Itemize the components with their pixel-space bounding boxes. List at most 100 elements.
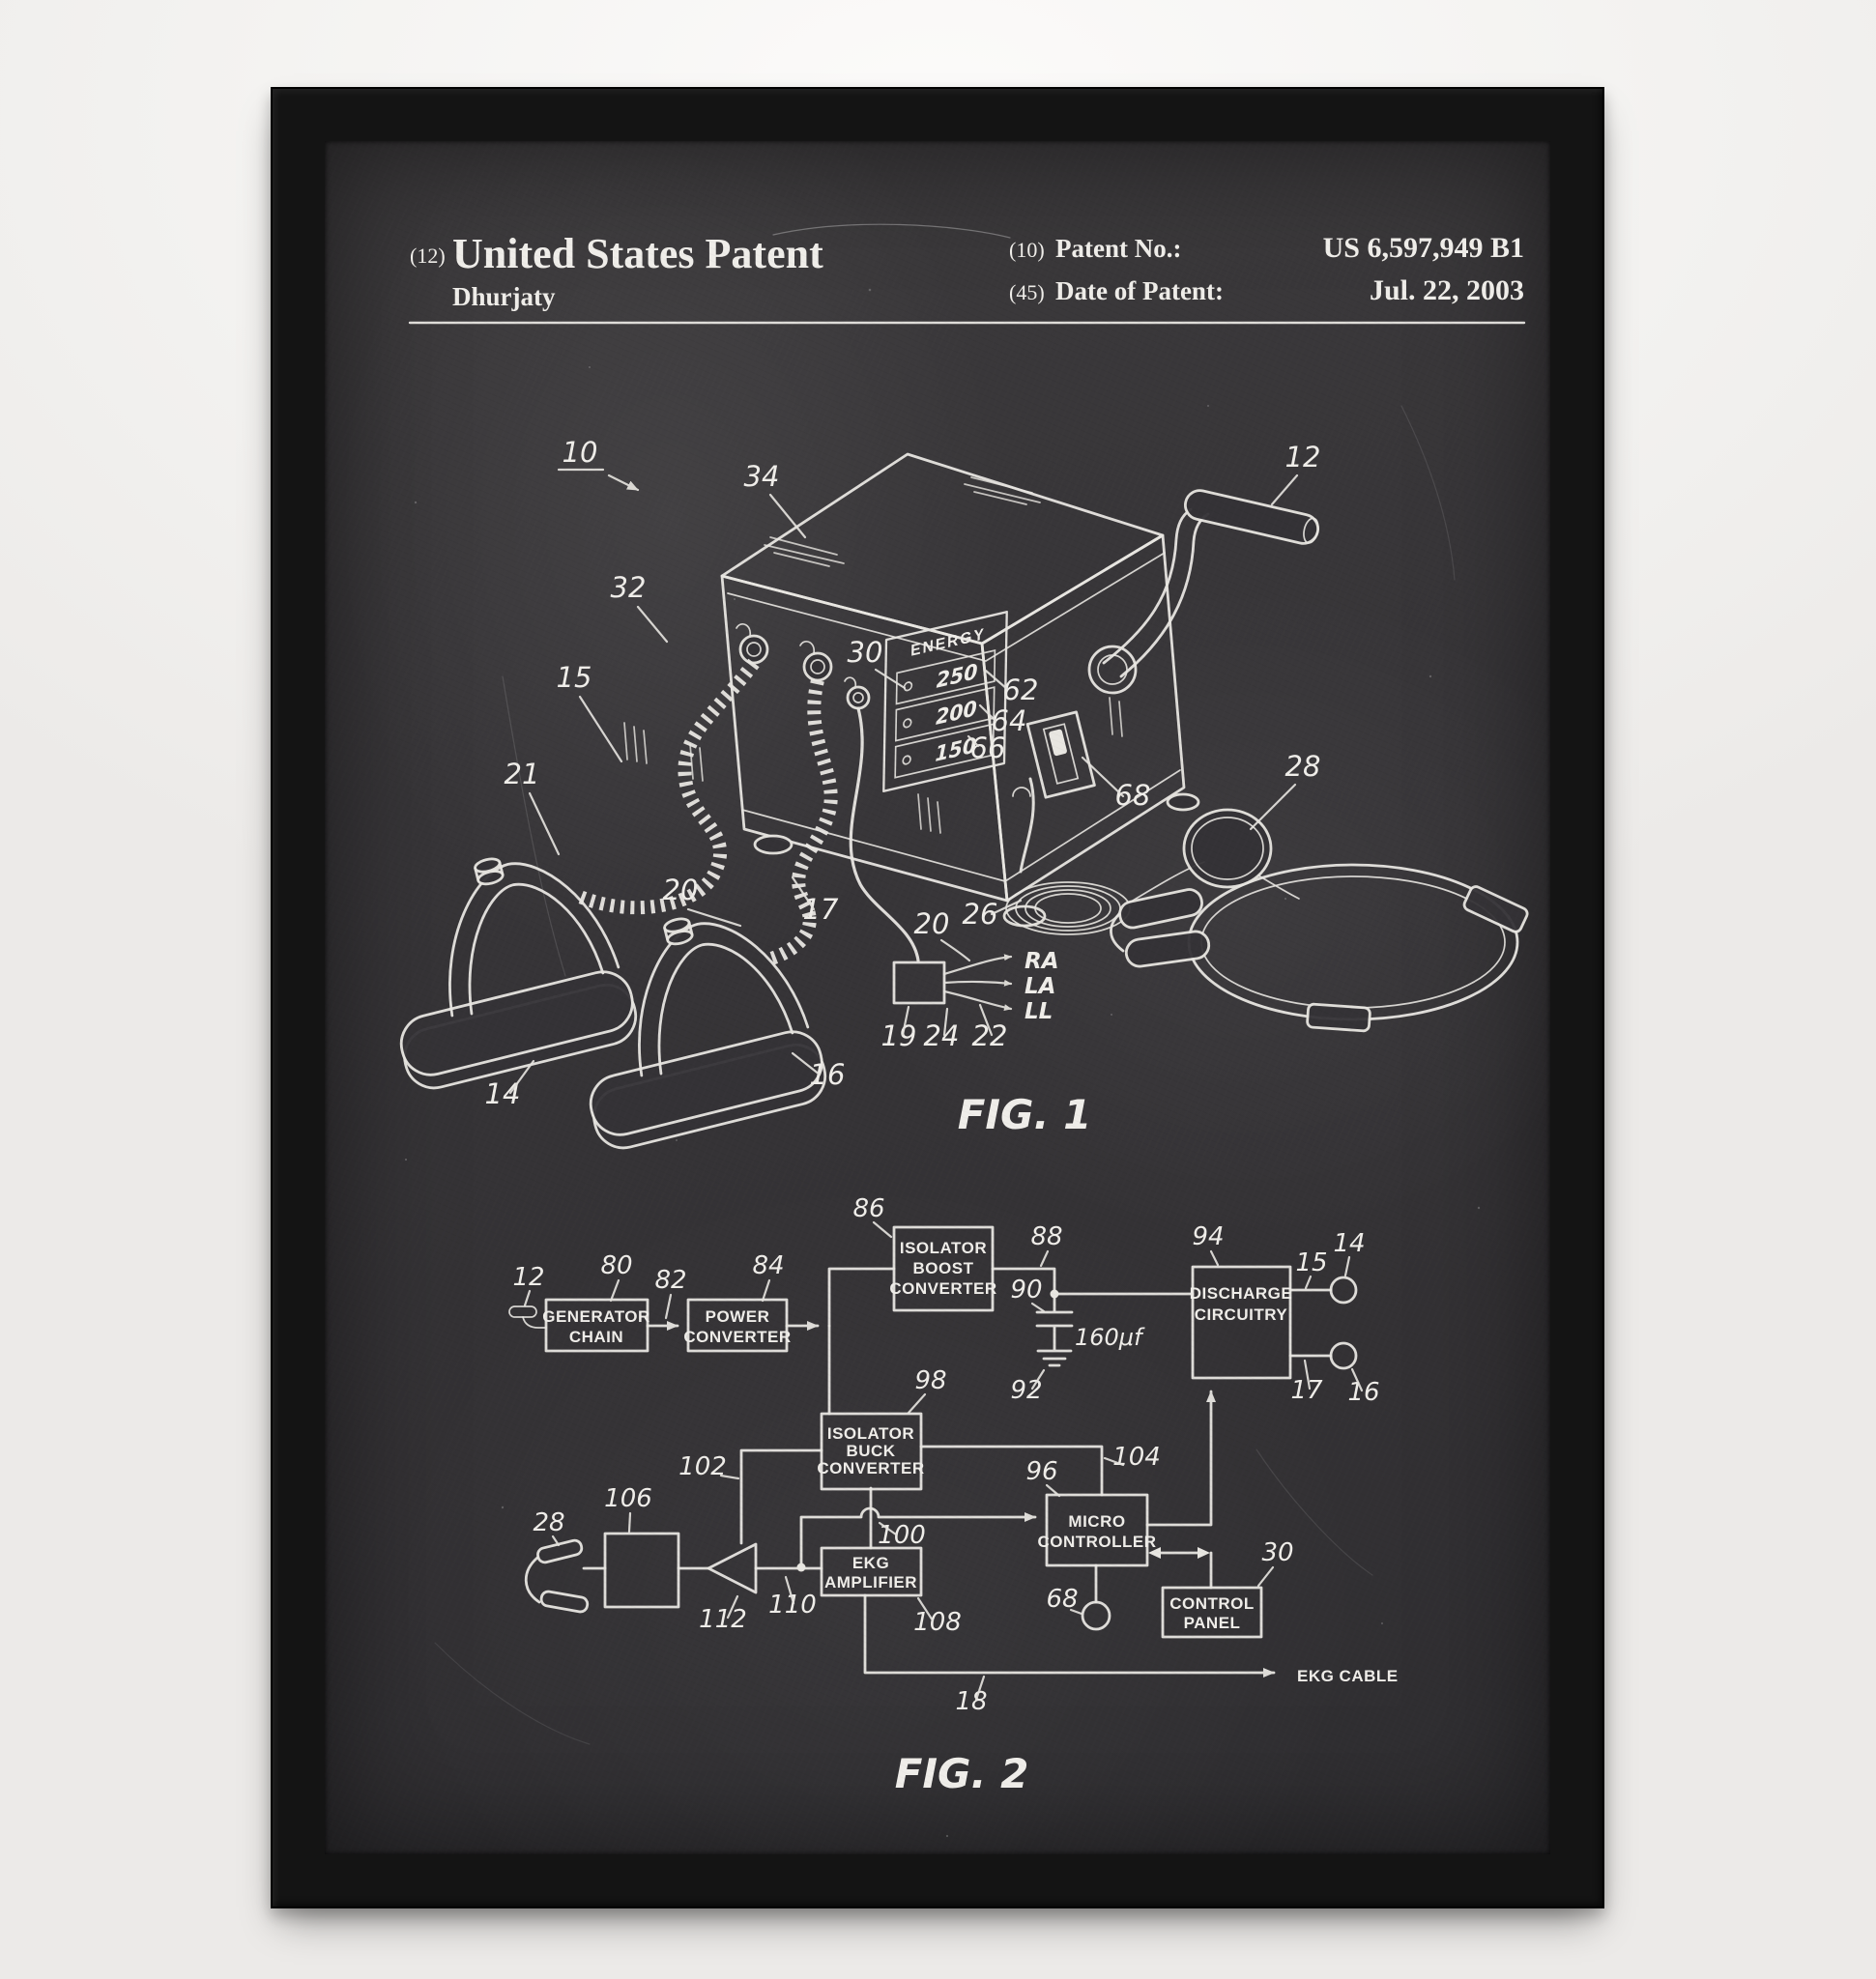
block-label: CHAIN (569, 1328, 623, 1346)
paddle-cable-17 (771, 680, 831, 959)
block-discharge-circuitry: DISCHARGE CIRCUITRY (1190, 1267, 1293, 1378)
ref2-label-92: 92 (1010, 1376, 1042, 1405)
patent-header: (12) United States Patent Dhurjaty (10) … (410, 230, 1524, 323)
switch-terminal-68 (1082, 1602, 1110, 1629)
ref-label-14: 14 (485, 1077, 521, 1110)
ref2-label-15: 15 (1295, 1248, 1327, 1277)
paddle-14 (362, 834, 642, 1095)
ref2-label-102: 102 (678, 1452, 727, 1481)
ref-label-19: 19 (881, 1019, 917, 1052)
fig2-caption: FIG. 2 (895, 1750, 1029, 1797)
block-label: BOOST (913, 1259, 974, 1277)
ref-label-17: 17 (803, 893, 839, 926)
ref2-label-90: 90 (1010, 1276, 1042, 1305)
ekg-cable-label: EKG CABLE (1297, 1667, 1399, 1685)
energy-200-indicator (904, 718, 911, 728)
kind-code-tag: (12) (410, 244, 446, 268)
ref-label-20-leads: 20 (914, 907, 950, 940)
ref-label-22: 22 (972, 1019, 1008, 1052)
date-label: Date of Patent: (1055, 276, 1224, 305)
headset-icon (526, 1539, 589, 1613)
ekg-connector: RA LA LL (851, 708, 1058, 1024)
ref2-label-104: 104 (1112, 1443, 1161, 1472)
block-micro-controller: MICRO CONTROLLER (1037, 1495, 1156, 1565)
paddle-terminal-14 (1331, 1277, 1356, 1303)
audio-amplifier-triangle (708, 1544, 756, 1592)
ref-label-64: 64 (992, 704, 1027, 737)
block-control-panel: CONTROL PANEL (1163, 1588, 1261, 1637)
hatch-marks (624, 477, 1122, 833)
ref2-label-14: 14 (1333, 1229, 1365, 1258)
cable-jacks (736, 624, 869, 708)
block-label: DISCHARGE (1190, 1284, 1293, 1303)
ref-label-62: 62 (1003, 674, 1039, 706)
block-label: MICRO (1068, 1512, 1125, 1531)
paddle-cable-15 (580, 663, 754, 907)
picture-frame: (12) United States Patent Dhurjaty (10) … (271, 87, 1604, 1908)
coiled-cord-26 (1006, 882, 1130, 934)
energy-level-250: 250 (937, 660, 978, 694)
ref-label-21: 21 (505, 758, 540, 790)
block-label: CIRCUITRY (1195, 1305, 1288, 1324)
crank-icon (509, 1306, 546, 1328)
ref-label-20-paddle: 20 (663, 874, 699, 906)
ref2-label-96: 96 (1025, 1457, 1057, 1486)
ref-label-12: 12 (1285, 441, 1321, 473)
lead-label-ll: LL (1025, 999, 1053, 1024)
ref-label-15: 15 (557, 661, 592, 694)
ref2-label-88: 88 (1030, 1222, 1062, 1251)
ref-label-32: 32 (611, 571, 647, 604)
block-label: GENERATOR (542, 1307, 650, 1326)
block-label: ISOLATOR (827, 1424, 914, 1443)
stethoscope-assembly (1006, 779, 1529, 1031)
power-switch (1013, 712, 1094, 797)
energy-level-150: 150 (935, 733, 976, 767)
block-label: PANEL (1184, 1614, 1241, 1632)
fig1-drawing: ENERGY 250 200 150 (362, 436, 1529, 1154)
ref2-label-28: 28 (533, 1508, 564, 1537)
block-ekg-amplifier: EKG AMPLIFIER (822, 1548, 921, 1595)
block-power-converter: POWER CONVERTER (683, 1300, 791, 1351)
ref2-label-112: 112 (699, 1605, 747, 1634)
block-label: AMPLIFIER (824, 1573, 917, 1592)
patent-title: United States Patent (452, 230, 823, 277)
patent-no-label: Patent No.: (1055, 234, 1181, 263)
ref-label-68: 68 (1115, 779, 1151, 812)
hand-crank (1089, 488, 1321, 693)
block-label: CONVERTER (683, 1328, 791, 1346)
ref-label-26: 26 (963, 898, 998, 931)
ref2-label-80: 80 (600, 1251, 632, 1280)
ref2-label-17: 17 (1290, 1376, 1323, 1405)
ref2-label-82: 82 (654, 1266, 686, 1295)
ref2-label-68: 68 (1046, 1585, 1078, 1614)
block-generator-chain: GENERATOR CHAIN (542, 1300, 650, 1351)
poster-artwork: (12) United States Patent Dhurjaty (10) … (325, 141, 1550, 1854)
ref-label-66: 66 (970, 731, 1006, 764)
ref-label-28: 28 (1285, 750, 1321, 783)
energy-150-indicator (903, 755, 910, 764)
ref2-label-86: 86 (852, 1194, 884, 1223)
ref2-label-12: 12 (512, 1263, 544, 1292)
fig2-diagram: GENERATOR CHAIN POWER CONVERTER ISOLATOR… (509, 1194, 1399, 1797)
energy-panel: ENERGY 250 200 150 (883, 612, 1006, 790)
ref-label-24: 24 (924, 1019, 960, 1052)
energy-level-200: 200 (936, 697, 977, 731)
ref-label-30: 30 (848, 636, 883, 669)
ref-label-34: 34 (744, 460, 780, 493)
patent-no-value: US 6,597,949 B1 (1323, 232, 1524, 264)
fig1-caption: FIG. 1 (958, 1091, 1092, 1138)
lead-label-ra: RA (1025, 949, 1059, 974)
block-label: CONTROL (1169, 1594, 1255, 1613)
block-label: CONVERTER (889, 1279, 996, 1298)
energy-250-indicator (904, 681, 911, 691)
ref2-label-18: 18 (955, 1687, 987, 1716)
date-tag: (45) (1009, 280, 1045, 304)
fig1-reference-labels: 10 34 12 32 30 62 64 66 (485, 436, 1321, 1110)
paddle-terminal-16 (1331, 1343, 1356, 1368)
ref2-label-30: 30 (1261, 1538, 1293, 1567)
date-value: Jul. 22, 2003 (1370, 274, 1524, 306)
block-interface-106 (605, 1534, 678, 1607)
inventor-name: Dhurjaty (452, 282, 556, 311)
ref-label-16: 16 (810, 1058, 846, 1091)
patent-no-tag: (10) (1009, 238, 1045, 262)
